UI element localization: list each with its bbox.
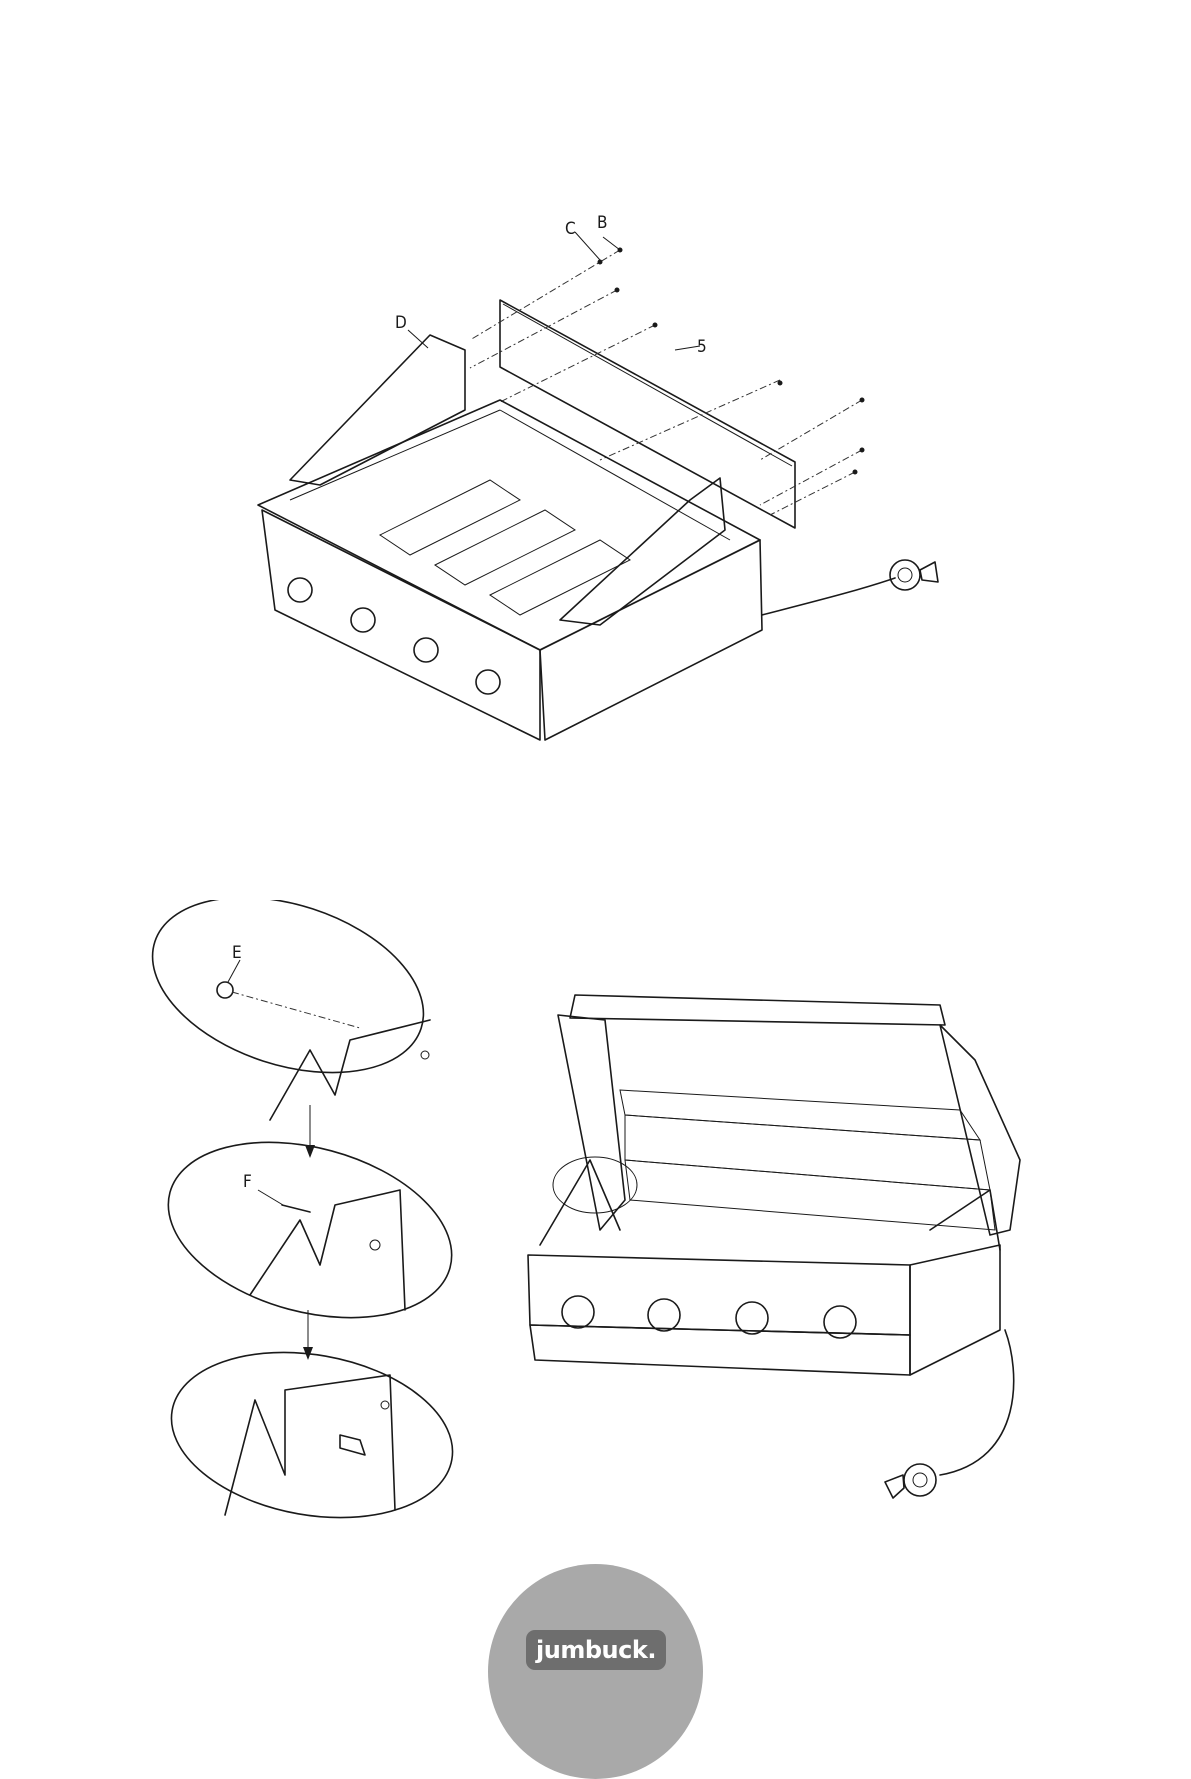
side-bracket-right (560, 478, 725, 625)
logo-text: jumbuck. (536, 1636, 656, 1664)
footer-tab (488, 1564, 703, 1779)
screws (598, 248, 865, 475)
label-f: F (243, 1172, 252, 1192)
side-panel (540, 540, 762, 740)
gas-regulator (890, 560, 920, 590)
gas-hose (762, 578, 895, 615)
detail-ellipse-3 (158, 1332, 465, 1539)
control-knobs (288, 578, 500, 694)
label-5: 5 (697, 337, 707, 357)
label-e: E (232, 943, 242, 963)
label-d: D (395, 313, 407, 333)
jumbuck-logo: jumbuck. (526, 1630, 666, 1670)
hood-assembly-drawing: E F (0, 900, 1191, 1540)
front-panel (262, 510, 540, 740)
label-c: C (565, 219, 576, 239)
assembly-diagram-bottom: E F (0, 900, 1191, 1540)
assembled-grill (528, 995, 1020, 1498)
label-b: B (597, 213, 608, 233)
assembly-diagram-top: B C D 5 (0, 0, 1191, 800)
detail-ellipse-1: E (130, 900, 446, 1120)
firebox-backpanel-drawing: B C D 5 (0, 0, 1191, 800)
firebox-rim (258, 400, 760, 650)
